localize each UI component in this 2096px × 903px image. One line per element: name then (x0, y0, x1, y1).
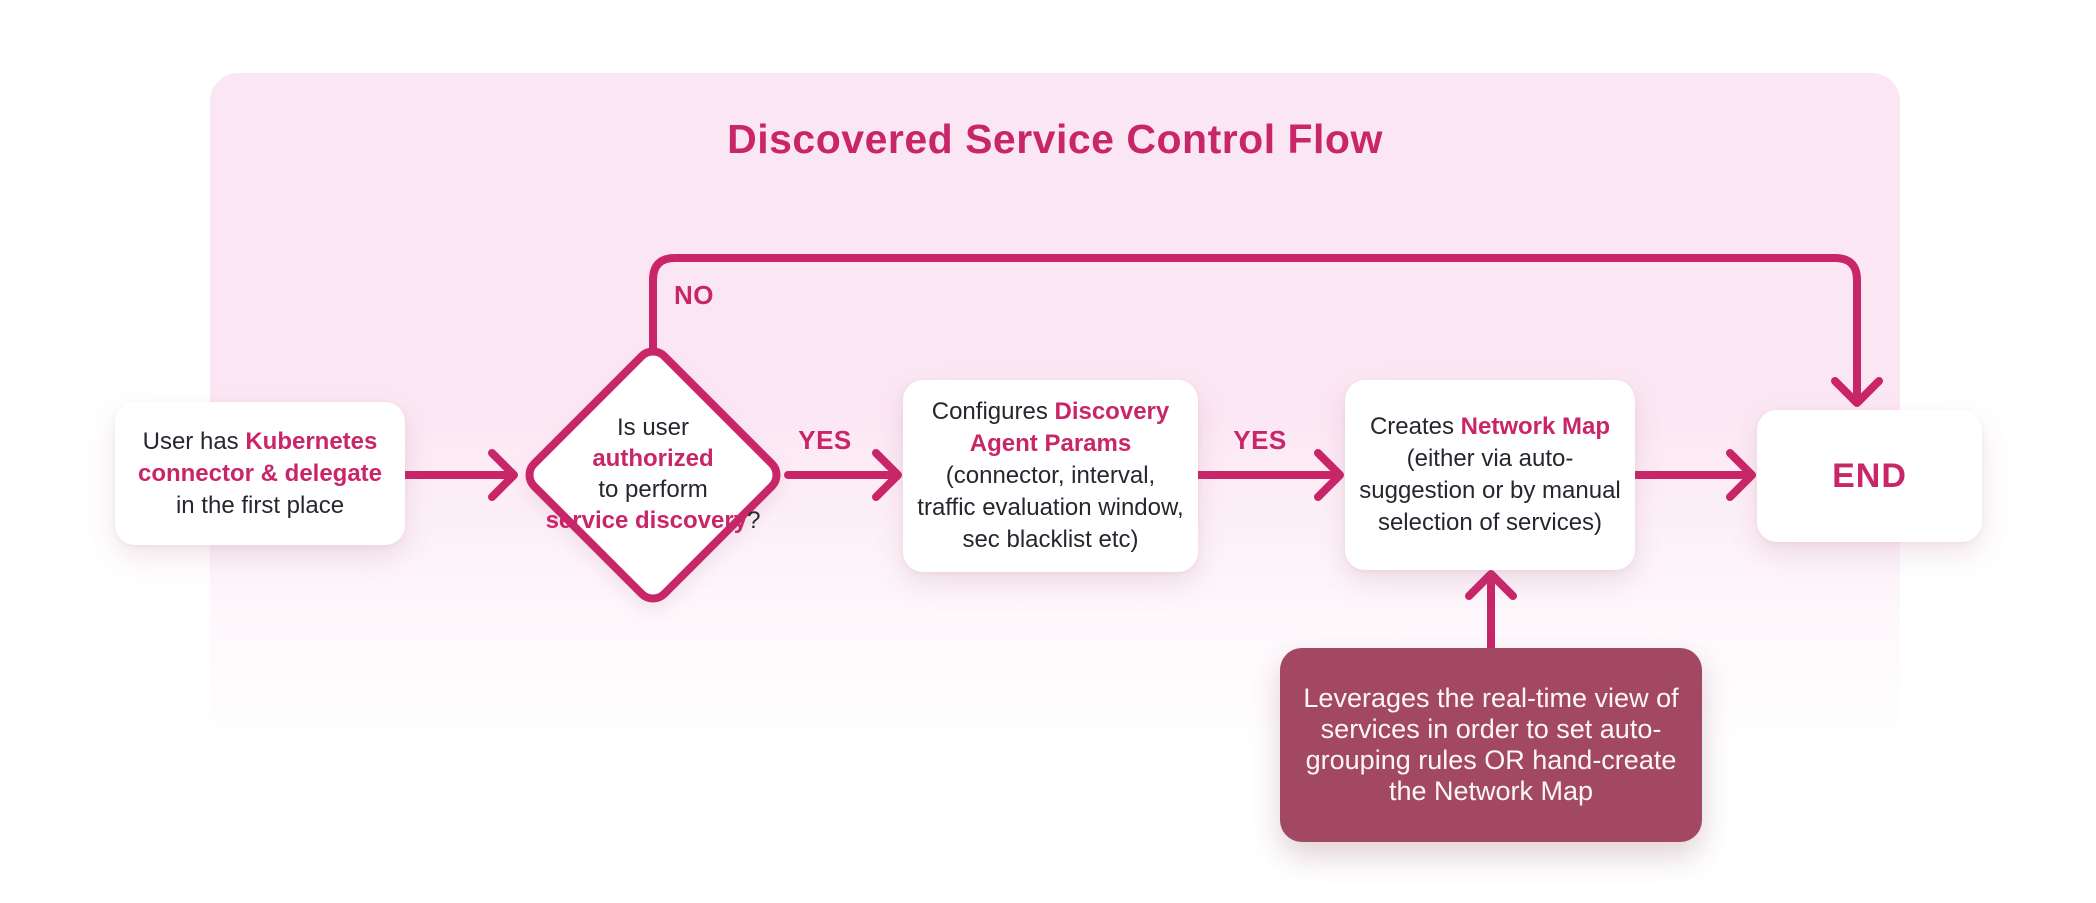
node-start-text: User has Kubernetes connector & delegate… (137, 427, 383, 519)
label-no: NO (674, 280, 714, 310)
diagram-title: Discovered Service Control Flow (727, 116, 1383, 162)
node-create-network-map-text: Creates Network Map (either via auto- su… (1359, 413, 1621, 536)
label-yes-1: YES (798, 425, 852, 455)
arrow-configure-to-create (1194, 449, 1344, 501)
node-end: END (1757, 410, 1982, 542)
node-end-label: END (1832, 457, 1907, 495)
arrow-note-to-create (1465, 570, 1517, 654)
arrow-no-to-end (649, 254, 1883, 407)
node-configure-text: Configures Discovery Agent Params (conne… (917, 398, 1184, 553)
arrow-decision-to-configure (784, 449, 902, 501)
node-decision-text: Is user authorized to perform service di… (545, 414, 761, 534)
node-create-network-map: Creates Network Map (either via auto- su… (1345, 380, 1635, 570)
node-start: User has Kubernetes connector & delegate… (115, 402, 405, 545)
arrow-start-to-decision (401, 449, 518, 501)
arrow-create-to-end (1631, 449, 1756, 501)
note-card-text: Leverages the real-time view of services… (1303, 683, 1679, 806)
note-card: Leverages the real-time view of services… (1280, 648, 1702, 842)
node-configure: Configures Discovery Agent Params (conne… (903, 380, 1198, 572)
label-yes-2: YES (1233, 425, 1287, 455)
